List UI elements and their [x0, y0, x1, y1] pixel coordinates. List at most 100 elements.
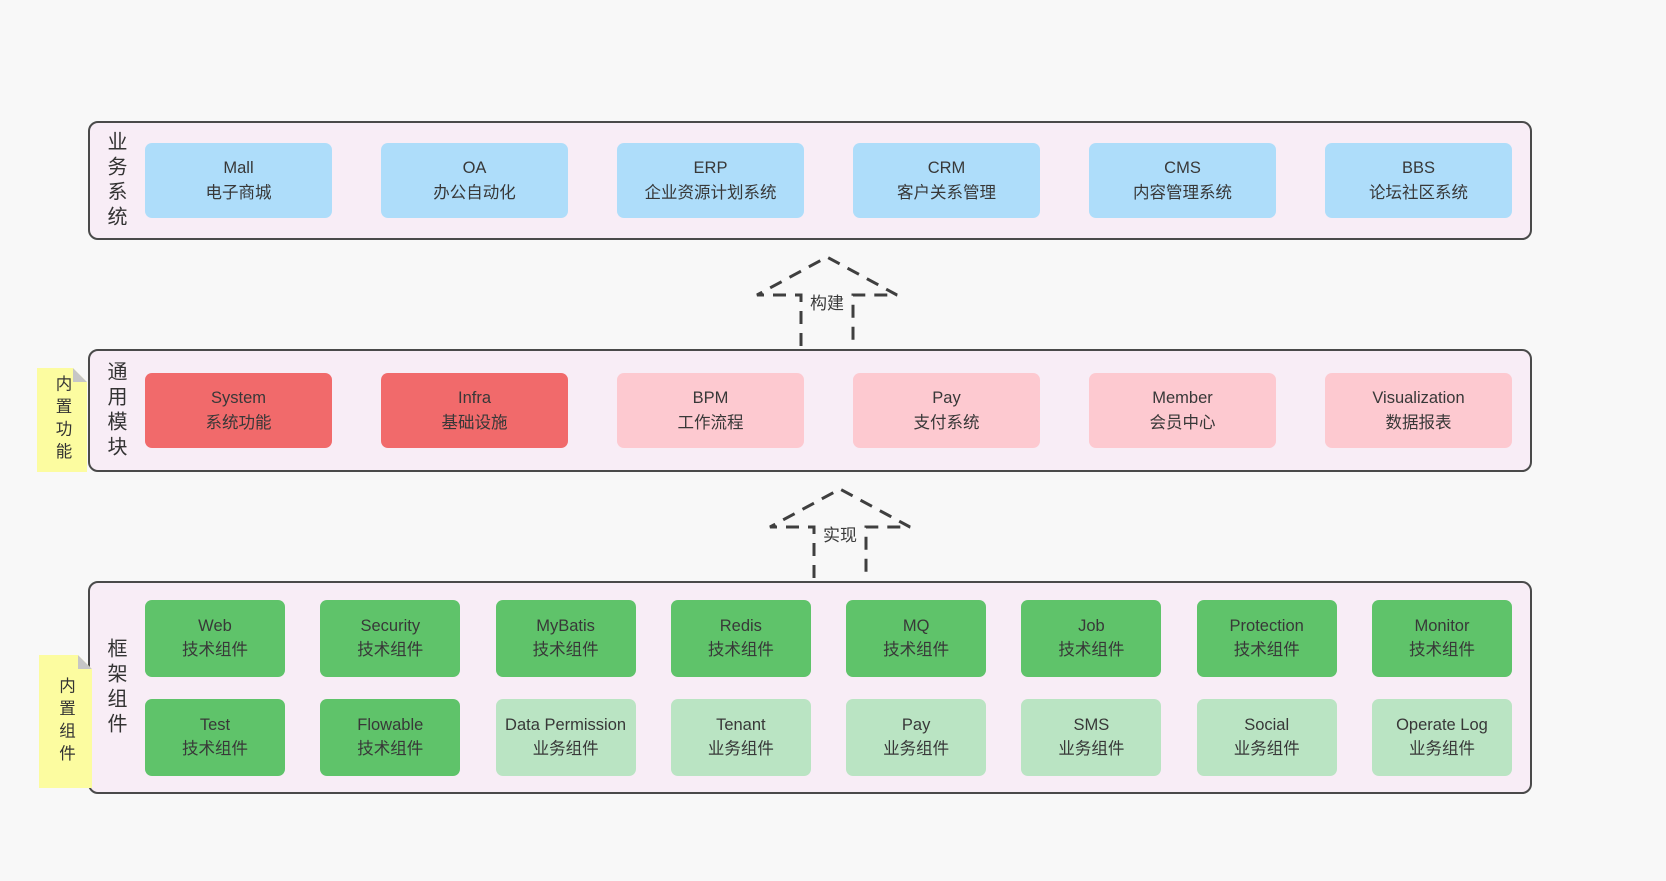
box-infra: Infra 基础设施: [381, 373, 568, 448]
box-desc: 系统功能: [205, 413, 272, 432]
box-name: Web: [198, 616, 232, 635]
box-desc: 内容管理系统: [1133, 183, 1232, 202]
framework-row-1: Web 技术组件 Security 技术组件 MyBatis 技术组件 Redi…: [145, 599, 1512, 677]
box-monitor: Monitor 技术组件: [1371, 599, 1512, 677]
arrow-build-label: 构建: [807, 288, 847, 315]
box-desc: 论坛社区系统: [1369, 183, 1468, 202]
layer-label-business: 业务系统: [104, 130, 126, 231]
box-system: System 系统功能: [145, 373, 332, 448]
box-desc: 电子商城: [205, 183, 272, 202]
note-built-in-components: 内置组件: [39, 655, 92, 788]
box-desc: 技术组件: [357, 740, 424, 758]
box-desc: 企业资源计划系统: [644, 183, 777, 202]
box-name: Pay: [932, 389, 961, 408]
box-desc: 会员中心: [1149, 413, 1216, 432]
arrow-build-up-icon: 构建: [755, 254, 899, 346]
box-name: MQ: [902, 616, 930, 635]
box-test: Test 技术组件: [145, 698, 285, 776]
layer-business-systems: 业务系统 Mall 电子商城 OA 办公自动化 ERP 企业资源计划系统 CRM…: [88, 121, 1532, 240]
box-desc: 客户关系管理: [897, 183, 996, 202]
box-name: Pay: [901, 715, 931, 734]
box-desc: 业务组件: [883, 740, 950, 758]
box-name: Member: [1152, 389, 1213, 408]
box-web: Web 技术组件: [145, 599, 285, 677]
box-name: Tenant: [716, 715, 766, 734]
box-desc: 技术组件: [182, 641, 248, 659]
layer-common-modules: 通用模块 System 系统功能 Infra 基础设施 BPM 工作流程 Pay…: [88, 349, 1532, 472]
box-pay: Pay 支付系统: [853, 373, 1040, 448]
box-erp: ERP 企业资源计划系统: [617, 143, 804, 218]
box-name: MyBatis: [536, 616, 595, 635]
arrow-implement-up-icon: 实现: [768, 486, 912, 578]
framework-row-2: Test 技术组件 Flowable 技术组件 Data Permission …: [145, 698, 1512, 776]
box-name: Redis: [719, 616, 762, 635]
box-desc: 业务组件: [1058, 740, 1125, 758]
box-protection: Protection 技术组件: [1196, 599, 1337, 677]
box-name: Visualization: [1372, 389, 1465, 408]
common-boxes-row: System 系统功能 Infra 基础设施 BPM 工作流程 Pay 支付系统…: [145, 351, 1512, 470]
box-bbs: BBS 论坛社区系统: [1325, 143, 1512, 218]
box-desc: 数据报表: [1385, 413, 1452, 432]
box-mybatis: MyBatis 技术组件: [495, 599, 636, 677]
box-name: CRM: [927, 159, 966, 178]
box-desc: 技术组件: [357, 641, 424, 659]
arrow-implement-label: 实现: [820, 520, 860, 547]
box-desc: 业务组件: [707, 740, 774, 758]
box-name: Monitor: [1414, 616, 1470, 635]
box-desc: 技术组件: [182, 740, 248, 758]
box-member: Member 会员中心: [1089, 373, 1276, 448]
box-mall: Mall 电子商城: [145, 143, 332, 218]
box-tenant: Tenant 业务组件: [670, 698, 811, 776]
box-name: Flowable: [357, 715, 424, 734]
box-name: Test: [199, 715, 231, 734]
box-name: Social: [1244, 715, 1290, 734]
box-operate-log: Operate Log 业务组件: [1371, 698, 1512, 776]
box-mq: MQ 技术组件: [846, 599, 987, 677]
box-name: Operate Log: [1396, 715, 1488, 734]
box-name: OA: [462, 159, 487, 178]
box-desc: 办公自动化: [433, 183, 516, 202]
box-name: Data Permission: [505, 715, 627, 734]
box-name: System: [210, 389, 266, 408]
box-desc: 技术组件: [532, 641, 599, 659]
note-text: 内置功能: [53, 375, 71, 465]
box-desc: 支付系统: [913, 413, 980, 432]
box-redis: Redis 技术组件: [670, 599, 811, 677]
box-sms: SMS 业务组件: [1021, 698, 1162, 776]
box-desc: 业务组件: [1408, 740, 1475, 758]
dashed-block-arrow-icon: [756, 255, 898, 346]
box-social: Social 业务组件: [1196, 698, 1337, 776]
dashed-block-arrow-icon: [769, 487, 911, 578]
box-name: BPM: [692, 389, 729, 408]
note-text: 内置组件: [56, 676, 75, 767]
box-cms: CMS 内容管理系统: [1089, 143, 1276, 218]
box-name: CMS: [1164, 159, 1201, 178]
layer-label-common: 通用模块: [104, 360, 126, 461]
business-boxes-row: Mall 电子商城 OA 办公自动化 ERP 企业资源计划系统 CRM 客户关系…: [145, 123, 1512, 238]
box-oa: OA 办公自动化: [381, 143, 568, 218]
box-job: Job 技术组件: [1021, 599, 1162, 677]
box-bpm: BPM 工作流程: [617, 373, 804, 448]
box-name: Job: [1078, 616, 1105, 635]
box-name: BBS: [1401, 159, 1436, 178]
box-data-permission: Data Permission 业务组件: [495, 698, 636, 776]
note-built-in-features: 内置功能: [37, 368, 87, 472]
box-name: Infra: [457, 389, 492, 408]
box-desc: 业务组件: [1233, 740, 1300, 758]
box-desc: 基础设施: [441, 413, 508, 432]
layer-framework-components: 框架组件 Web 技术组件 Security 技术组件 MyBatis 技术组件…: [88, 581, 1532, 794]
box-desc: 技术组件: [1058, 641, 1125, 659]
box-name: ERP: [693, 159, 728, 178]
box-name: SMS: [1073, 715, 1110, 734]
box-visualization: Visualization 数据报表: [1325, 373, 1512, 448]
layer-label-framework: 框架组件: [104, 637, 126, 738]
box-flowable: Flowable 技术组件: [320, 698, 461, 776]
box-desc: 工作流程: [677, 413, 744, 432]
box-name: Protection: [1229, 616, 1304, 635]
box-desc: 技术组件: [1233, 641, 1300, 659]
framework-boxes-grid: Web 技术组件 Security 技术组件 MyBatis 技术组件 Redi…: [145, 583, 1512, 792]
box-desc: 业务组件: [532, 740, 599, 758]
box-desc: 技术组件: [1408, 641, 1475, 659]
box-desc: 技术组件: [883, 641, 950, 659]
box-desc: 技术组件: [707, 641, 774, 659]
